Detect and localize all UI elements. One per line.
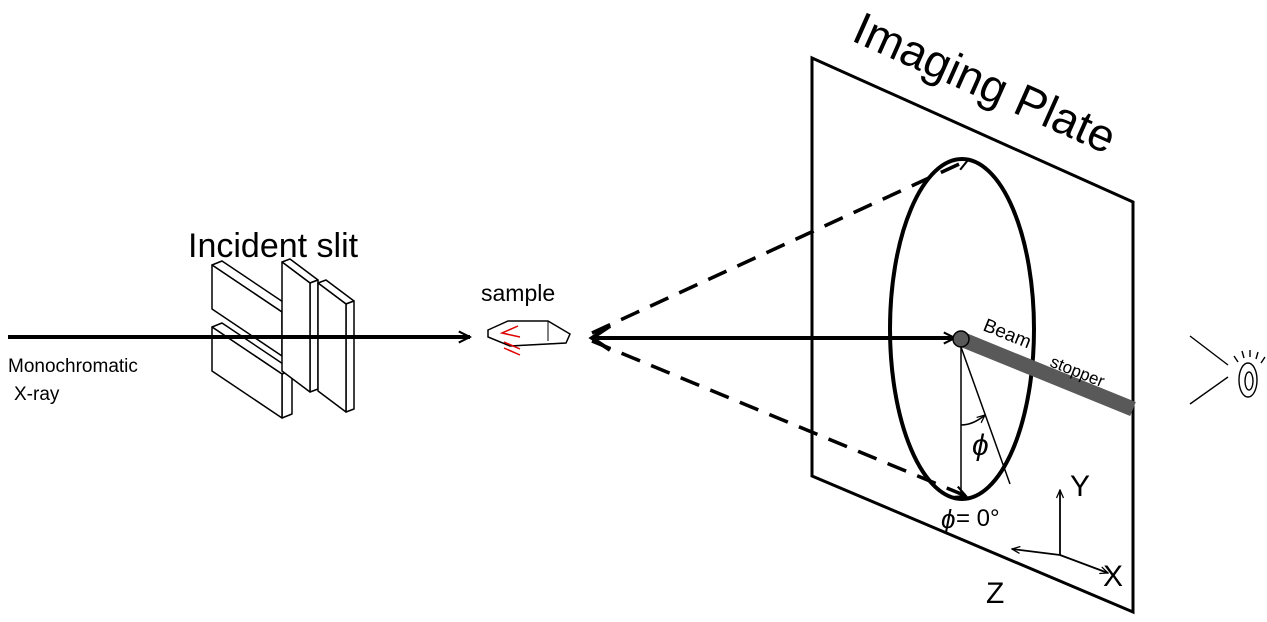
phi-zero-symbol: ϕ [941,504,955,534]
incident-slit-label: Incident slit [188,227,359,265]
sample [487,320,571,356]
monochromatic-label: Monochromatic [8,356,138,377]
axis-z-label: Z [986,577,1004,610]
sample-shear-mark-bottom [503,341,521,356]
axis-x-label: X [1103,560,1123,593]
beam-stopper [958,332,1136,416]
axis-y-label: Y [1070,470,1090,503]
phi-arc [960,415,985,426]
eye-icon [1189,335,1266,405]
sample-shear-mark-top [499,325,521,338]
phi-label: ϕ [972,429,989,462]
phi-zero-label: = 0° [956,505,1000,532]
coordinate-axes [1012,490,1108,573]
sample-label: sample [481,280,555,306]
diffracted-beam-upper [591,158,968,335]
debye-ring [888,157,1036,501]
diffracted-beam-lower [591,339,966,496]
beam-stopper-end [952,330,970,348]
xray-label: X-ray [14,384,60,405]
